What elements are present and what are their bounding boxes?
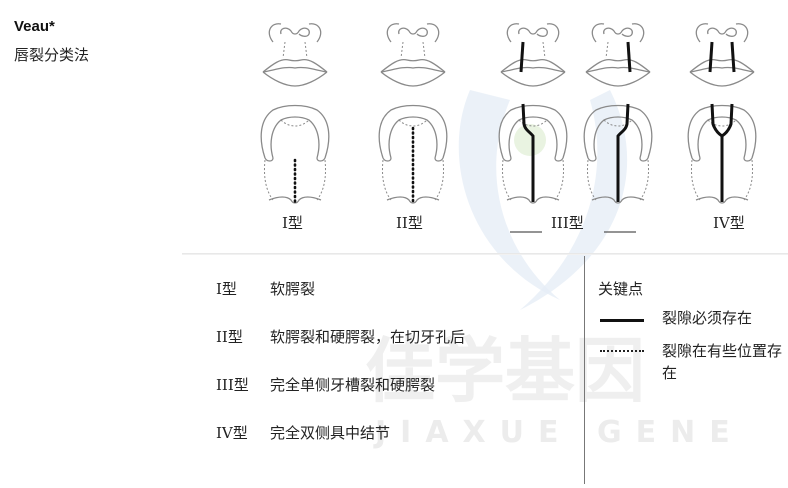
label-type-ii: II型 [396, 214, 423, 232]
dotted-line-legend-icon [600, 350, 644, 352]
watermark-en: JIAXUE GENE [373, 415, 744, 450]
page-title: Veau* [14, 18, 55, 35]
description-row-iii: III型 完全单侧牙槽裂和硬腭裂 [216, 374, 435, 395]
description-text: 完全双侧具中结节 [270, 424, 391, 442]
solid-line-legend-icon [600, 319, 644, 322]
vertical-divider [584, 256, 585, 484]
description-type: III型 [216, 376, 249, 394]
label-type-iii: III型 [551, 214, 584, 232]
type-iii-left-illustration [498, 23, 568, 204]
description-row-ii: II型 软腭裂和硬腭裂，在切牙孔后 [216, 326, 465, 347]
description-text: 软腭裂 [270, 280, 316, 298]
description-type: IV型 [216, 424, 248, 442]
description-row-iv: IV型 完全双侧具中结节 [216, 422, 390, 443]
description-text: 软腭裂和硬腭裂，在切牙孔后 [270, 328, 466, 346]
page-subtitle: 唇裂分类法 [14, 46, 90, 64]
cleft-classification-figure [260, 23, 757, 233]
key-title: 关键点 [598, 280, 644, 298]
type-i-illustration [260, 23, 330, 204]
key-dotted-text: 裂隙在有些位置存在 [662, 342, 783, 382]
label-type-i: I型 [282, 214, 303, 232]
description-type: II型 [216, 328, 243, 346]
description-row-i: I型 软腭裂 [216, 278, 315, 299]
description-type: I型 [216, 280, 237, 298]
key-solid-text: 裂隙必须存在 [662, 309, 753, 327]
type-iii-right-illustration [583, 23, 653, 204]
type-iv-illustration [687, 23, 757, 204]
label-type-iv: IV型 [713, 214, 745, 232]
horizontal-divider [182, 253, 788, 255]
description-text: 完全单侧牙槽裂和硬腭裂 [270, 376, 436, 394]
type-ii-illustration [378, 23, 448, 204]
